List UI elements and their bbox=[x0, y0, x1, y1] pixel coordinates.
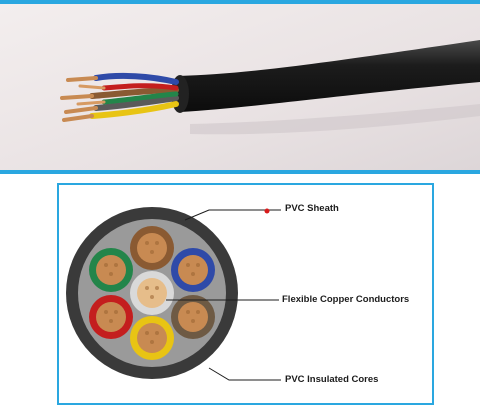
core-upper-right bbox=[171, 248, 215, 292]
label-flexible-copper-conductors: Flexible Copper Conductors bbox=[282, 294, 410, 305]
leader-line-cores bbox=[208, 367, 281, 381]
label-pvc-sheath: PVC Sheath bbox=[285, 203, 339, 214]
cores bbox=[89, 226, 215, 360]
cross-section-svg bbox=[66, 207, 281, 381]
top-accent-bar bbox=[0, 0, 480, 4]
core-upper-left bbox=[89, 248, 133, 292]
section-divider-bar bbox=[0, 170, 480, 174]
cable-photo-image bbox=[0, 4, 480, 170]
leader-dot bbox=[264, 208, 270, 214]
cable-photo bbox=[0, 4, 480, 170]
leader-line-sheath bbox=[184, 209, 281, 221]
core-lower-left bbox=[89, 295, 133, 339]
label-pvc-insulated-cores: PVC Insulated Cores bbox=[285, 374, 379, 385]
core-top bbox=[130, 226, 174, 270]
core-lower-right bbox=[171, 295, 215, 339]
core-bottom bbox=[130, 316, 174, 360]
cable-cross-section-diagram: PVC Sheath Flexible Copper Conductors PV… bbox=[57, 183, 434, 405]
core-center bbox=[130, 271, 174, 315]
